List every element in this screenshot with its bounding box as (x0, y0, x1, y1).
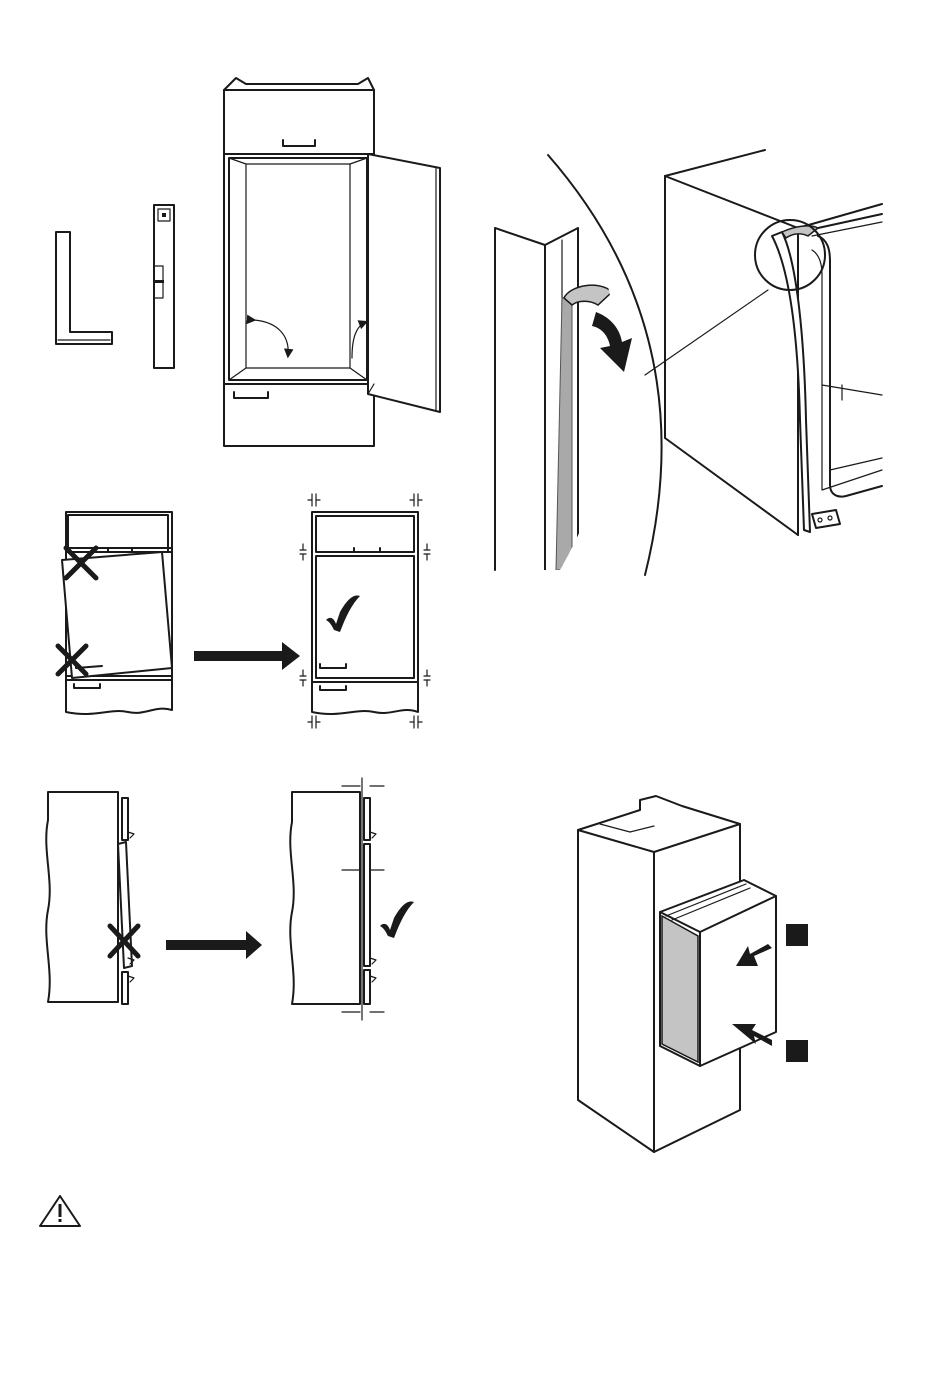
square-marker (786, 924, 808, 946)
arrow-right-icon (194, 642, 300, 670)
check-mark (380, 902, 414, 938)
misaligned-cabinet (58, 512, 172, 714)
door-seal-detail (495, 150, 882, 575)
tilted-door (62, 552, 172, 678)
handle-icon (283, 140, 315, 146)
spirit-level-icon (154, 205, 174, 368)
rotate-arrow-icon (592, 312, 632, 372)
warning-triangle-icon (40, 1196, 80, 1226)
door-alignment (58, 494, 430, 728)
appliance-insertion (578, 796, 808, 1152)
door-side-alignment (46, 778, 414, 1020)
tall-cabinet (224, 78, 440, 446)
arrow-right-icon (166, 931, 262, 959)
angle-arrow-icon (254, 320, 288, 356)
aligned-cabinet (300, 494, 430, 728)
clearance-marks (300, 494, 430, 728)
misaligned-side (46, 792, 138, 1004)
handle-icon (234, 392, 268, 398)
square-marker (786, 1040, 808, 1062)
side-panel (662, 916, 698, 1062)
open-door (368, 154, 440, 412)
tools-and-cabinet (56, 78, 440, 446)
angle-arrow-icon (352, 322, 366, 358)
aligned-side (290, 778, 414, 1020)
fridge-in-niche (665, 150, 882, 535)
square-icon (56, 232, 112, 344)
hinge-icon (812, 510, 840, 528)
check-mark (326, 596, 360, 632)
